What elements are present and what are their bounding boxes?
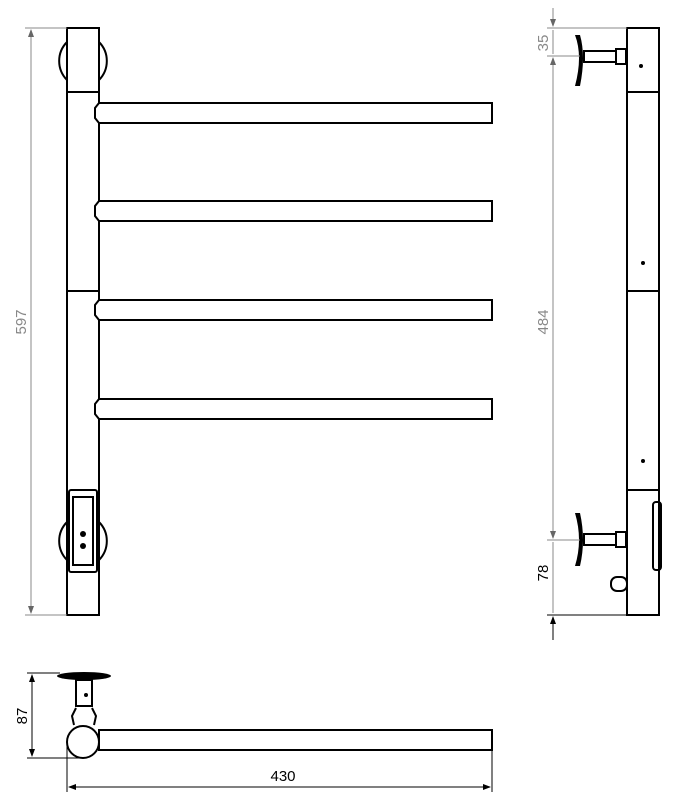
vertical-post — [66, 27, 100, 616]
side-view: 35 484 78 — [535, 8, 662, 640]
post-section — [66, 725, 100, 759]
front-view: 597 — [13, 27, 493, 616]
top-view-rung — [98, 729, 493, 751]
top-view: 87 430 — [14, 672, 493, 792]
rung-3 — [94, 299, 493, 321]
dimension-label-430: 430 — [270, 768, 295, 785]
heating-element — [652, 501, 662, 571]
control-button — [80, 531, 86, 537]
dimension-label-597: 597 — [13, 309, 30, 334]
top-dimensions: 87 430 — [14, 672, 493, 792]
rungs — [94, 102, 493, 420]
side-post — [626, 27, 660, 616]
dimension-label-78: 78 — [535, 565, 552, 582]
rung-2 — [94, 200, 493, 222]
control-box — [68, 489, 98, 573]
control-button — [80, 543, 86, 549]
wall-bracket-top — [575, 35, 627, 86]
bracket-stem — [75, 679, 93, 707]
side-dimensions: 35 484 78 — [535, 8, 627, 640]
rung-1 — [94, 102, 493, 124]
rung-4 — [94, 398, 493, 420]
dimension-label-35: 35 — [535, 35, 552, 52]
dimension-label-87: 87 — [14, 708, 31, 725]
knob — [610, 576, 628, 592]
top-mount-circle — [58, 41, 108, 81]
wall-plate — [57, 672, 111, 680]
dimension-597: 597 — [13, 27, 67, 616]
dimension-label-484: 484 — [535, 309, 552, 334]
wall-bracket-bottom — [575, 513, 627, 566]
bottom-mount-circle — [58, 521, 108, 561]
